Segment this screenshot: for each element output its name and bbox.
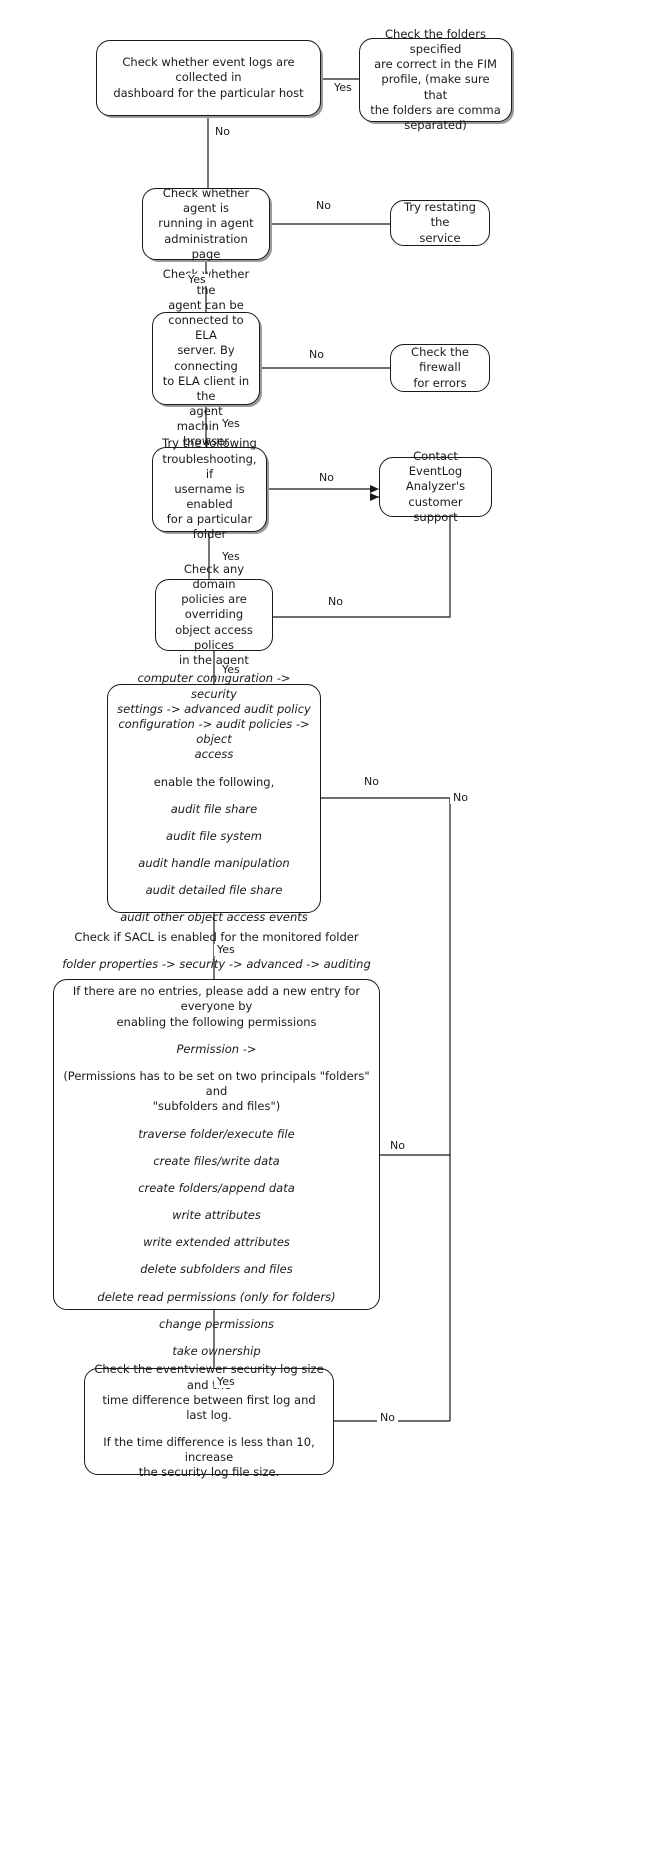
node-line: If the time difference is less than 10, …: [103, 1435, 315, 1465]
sacl-heading: Check if SACL is enabled for the monitor…: [74, 929, 359, 944]
node-line: computer configuration -> security: [137, 671, 291, 701]
permission-item: delete read permissions (only for folder…: [97, 1289, 336, 1304]
audit-item: audit detailed file share: [145, 883, 283, 898]
sacl-path: folder properties -> security -> advance…: [62, 957, 371, 972]
permission-item: take ownership: [172, 1343, 261, 1358]
node-line: If there are no entries, please add a ne…: [72, 984, 361, 1014]
node-line: Check whether event logs are collected i…: [122, 55, 295, 85]
permission-item: create files/write data: [153, 1153, 280, 1168]
node-line: configuration -> audit policies -> objec…: [118, 716, 310, 747]
edge-label-audit-rail-no: No: [450, 791, 471, 805]
edge-label-dashboard-yes: Yes: [331, 81, 355, 95]
node-line: in the agent: [179, 652, 249, 667]
edge-label-trouble-yes: Yes: [219, 550, 243, 564]
audit-path-block: computer configuration -> security setti…: [116, 671, 312, 762]
edge-label-ela-yes: Yes: [219, 417, 243, 431]
node-line: time difference between first log and la…: [102, 1392, 316, 1422]
edge-label-trouble-no: No: [316, 471, 337, 485]
node-line: Check the eventviewer security log size …: [94, 1362, 324, 1392]
audit-item: audit handle manipulation: [138, 856, 290, 871]
permission-item: create folders/append data: [138, 1180, 295, 1195]
node-check-fim-profile[interactable]: Check the folders specified are correct …: [359, 27, 512, 132]
node-line: Try the following: [162, 436, 257, 451]
node-line: Check the firewall: [411, 345, 469, 375]
node-line: Contact: [413, 449, 458, 464]
node-line: to ELA client in the: [162, 373, 250, 403]
node-check-agent-running[interactable]: Check whether agent is running in agent …: [142, 186, 270, 261]
node-line: "subfolders and files"): [152, 1099, 281, 1114]
node-sacl-permissions[interactable]: Check if SACL is enabled for the monitor…: [53, 930, 380, 1358]
node-restart-service[interactable]: Try restating the service: [390, 200, 490, 246]
node-line: customer support: [408, 494, 463, 524]
node-line: access: [194, 747, 234, 762]
arrowhead-support: [370, 485, 379, 493]
node-line: policies are overriding: [181, 592, 247, 622]
permission-item: change permissions: [159, 1316, 274, 1331]
edge-label-eventviewer-no: No: [377, 1411, 398, 1425]
node-line: agent can be: [168, 297, 244, 312]
node-line: Check whether agent is: [162, 186, 250, 216]
permission-item: delete subfolders and files: [140, 1262, 293, 1277]
edge-label-ela-no: No: [306, 348, 327, 362]
node-line: the folders are comma: [370, 102, 501, 117]
node-check-domain-policies[interactable]: Check any domain policies are overriding…: [155, 562, 273, 667]
node-line: object access polices: [175, 622, 253, 652]
arrowhead-support-rail: [370, 493, 379, 501]
edge-label-dashboard-no: No: [212, 125, 233, 139]
node-line: EventLog Analyzer's: [405, 464, 466, 494]
node-line: the security log file size.: [138, 1465, 280, 1480]
edge-label-domain-yes: Yes: [219, 663, 243, 677]
eventviewer-para-1: Check the eventviewer security log size …: [93, 1362, 325, 1423]
node-line: (Permissions has to be set on two princi…: [63, 1068, 370, 1099]
edge-label-agent-no: No: [313, 199, 334, 213]
node-check-ela-connection[interactable]: Check whether the agent can be connected…: [152, 267, 260, 448]
node-line: profile, (make sure that: [381, 72, 490, 102]
node-contact-support[interactable]: Contact EventLog Analyzer's customer sup…: [379, 449, 492, 524]
node-line: browser: [182, 434, 229, 449]
permission-item: write attributes: [172, 1208, 261, 1223]
node-line: for a particular folder: [166, 512, 253, 542]
node-eventviewer-log-size[interactable]: Check the eventviewer security log size …: [84, 1362, 334, 1479]
node-troubleshoot-username[interactable]: Try the following troubleshooting, if us…: [152, 436, 267, 541]
node-check-dashboard[interactable]: Check whether event logs are collected i…: [96, 40, 321, 116]
edge-label-sacl-yes: Yes: [214, 1375, 238, 1389]
node-line: username is enabled: [174, 481, 245, 512]
edge-label-agent-yes: Yes: [185, 273, 209, 287]
node-line: settings -> advanced audit policy: [117, 701, 311, 716]
audit-item: audit file system: [166, 828, 262, 843]
audit-item: audit other object access events: [120, 910, 308, 925]
node-line: connected to ELA: [168, 312, 244, 343]
enable-heading: enable the following,: [153, 774, 275, 789]
permission-item: write extended attributes: [143, 1235, 290, 1250]
sacl-principals: (Permissions has to be set on two princi…: [62, 1069, 371, 1115]
edge-label-audit-no: No: [361, 775, 382, 789]
sacl-note: If there are no entries, please add a ne…: [62, 984, 371, 1030]
permission-label: Permission ->: [176, 1041, 257, 1056]
node-line: administration page: [164, 231, 248, 261]
node-line: Try restating the: [404, 200, 476, 230]
node-line: dashboard for the particular host: [113, 85, 304, 100]
node-line: service: [419, 230, 461, 245]
node-line: Check any domain: [183, 561, 245, 592]
node-line: separated): [404, 117, 467, 132]
node-line: troubleshooting, if: [162, 451, 257, 481]
node-line: for errors: [413, 375, 467, 390]
audit-item: audit file share: [170, 801, 258, 816]
node-line: running in agent: [158, 216, 254, 231]
node-audit-policy-config[interactable]: computer configuration -> security setti…: [107, 671, 321, 924]
node-check-firewall[interactable]: Check the firewall for errors: [390, 344, 490, 392]
node-line: enabling the following permissions: [116, 1014, 317, 1029]
eventviewer-para-2: If the time difference is less than 10, …: [93, 1435, 325, 1481]
node-line: Check the folders specified: [385, 26, 486, 57]
edge-label-sacl-no: No: [387, 1139, 408, 1153]
node-line: are correct in the FIM: [374, 57, 497, 72]
edge-label-domain-no: No: [325, 595, 346, 609]
edge-label-audit-yes: Yes: [214, 943, 238, 957]
node-line: server. By connecting: [174, 343, 238, 373]
permission-item: traverse folder/execute file: [138, 1126, 295, 1141]
